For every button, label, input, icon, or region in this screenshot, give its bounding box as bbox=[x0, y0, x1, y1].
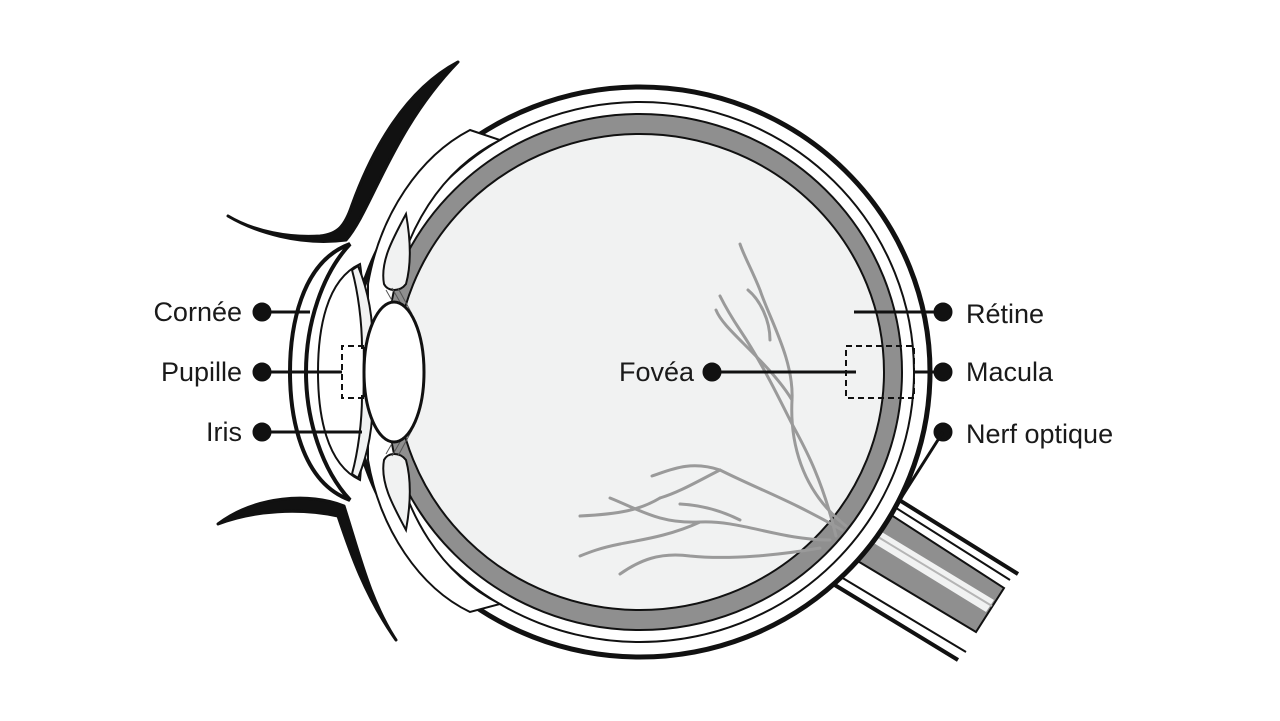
ciliary-body-lower bbox=[382, 453, 411, 533]
label-leaders bbox=[252, 302, 953, 529]
dashed-brackets bbox=[341, 345, 915, 399]
lens bbox=[362, 300, 426, 444]
macula-bracket bbox=[845, 345, 915, 399]
label-optic-nerve: Nerf optique bbox=[966, 419, 1113, 449]
pupil-bracket bbox=[341, 345, 364, 399]
upper-eyelid bbox=[226, 60, 460, 243]
labels: Cornée Pupille Iris Fovéa Rétine Macula … bbox=[153, 297, 1113, 449]
retinal-blood-vessels bbox=[578, 242, 848, 576]
label-retina: Rétine bbox=[966, 299, 1044, 329]
label-pupil: Pupille bbox=[161, 357, 242, 387]
lower-eyelid bbox=[216, 496, 398, 642]
cornea bbox=[287, 242, 352, 502]
label-macula: Macula bbox=[966, 357, 1054, 387]
ciliary-body-upper bbox=[382, 211, 411, 291]
label-cornea: Cornée bbox=[153, 297, 242, 327]
label-fovea: Fovéa bbox=[619, 357, 695, 387]
label-iris: Iris bbox=[206, 417, 242, 447]
